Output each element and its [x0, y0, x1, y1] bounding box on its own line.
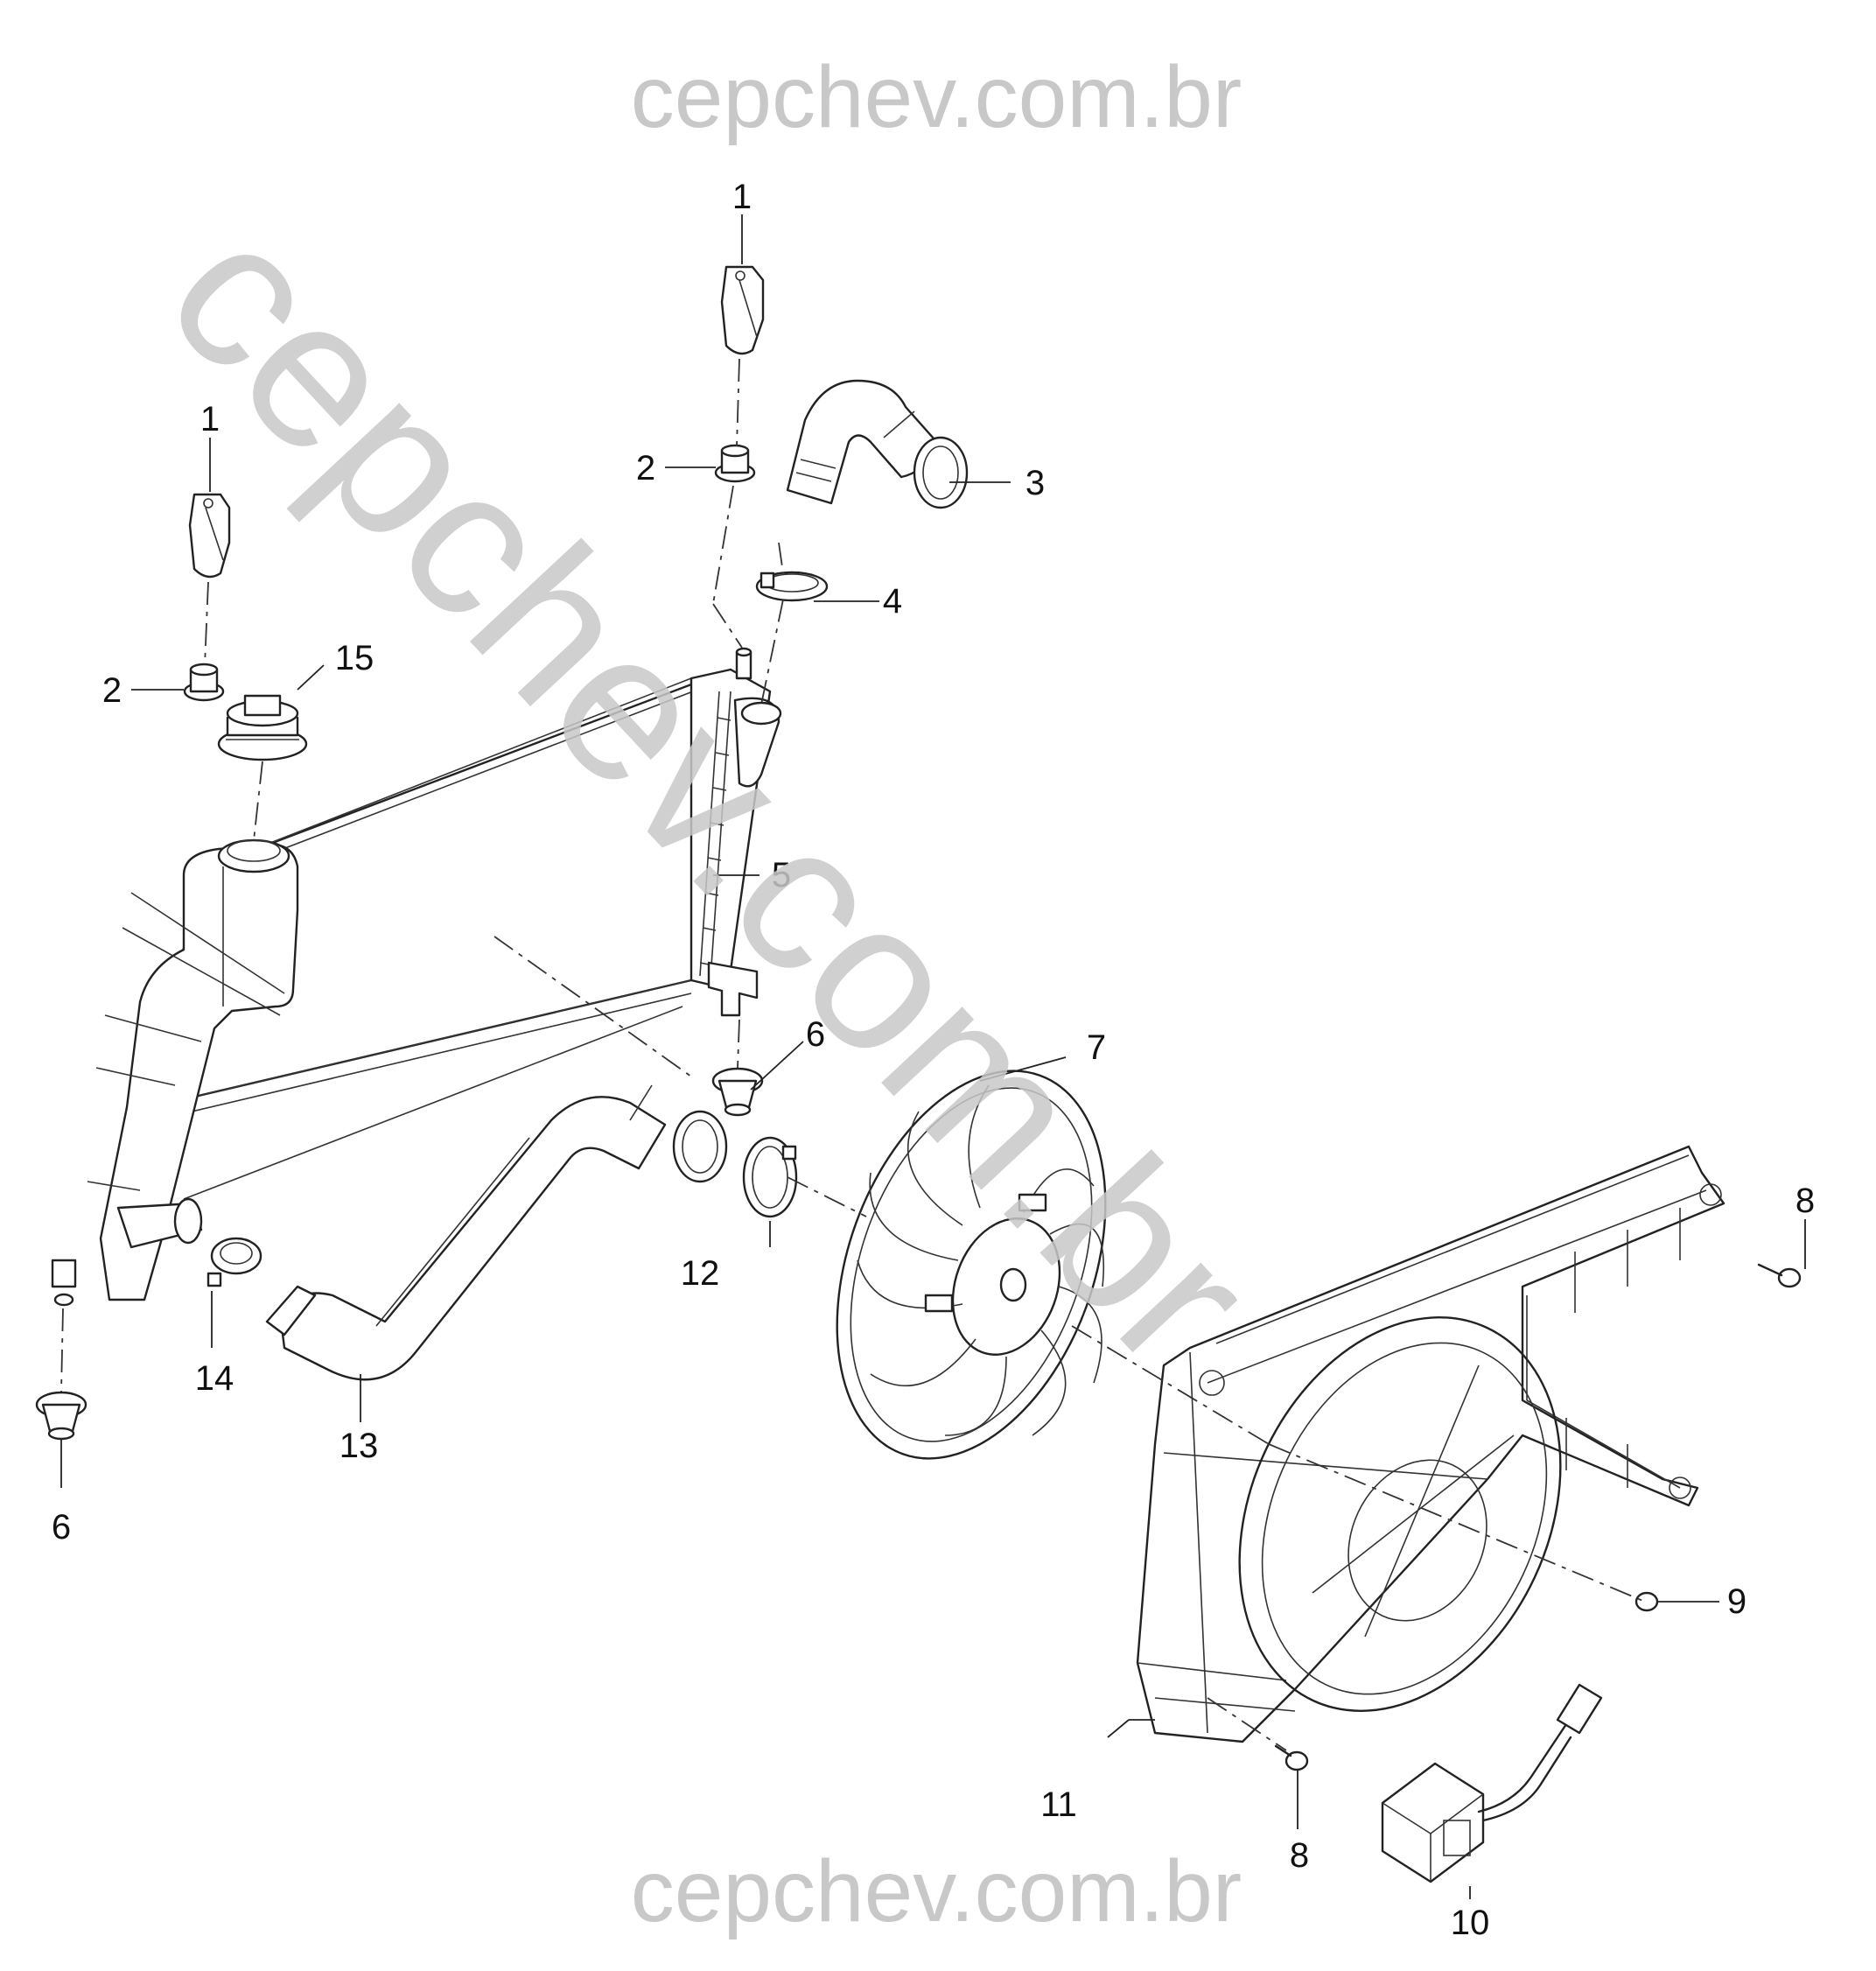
callout-1b: 1: [732, 178, 752, 216]
callout-2a: 2: [102, 671, 122, 710]
upper-hose: [786, 379, 969, 509]
clamp-lower-right: [742, 1136, 798, 1218]
bracket-left: [188, 493, 231, 579]
callout-12: 12: [681, 1254, 720, 1293]
callout-labels: 1 1 2 2 3 4 5 6 6 7 8 8 9 10 11 12 13 14…: [52, 178, 1815, 1942]
callout-2b: 2: [636, 449, 655, 487]
grommet-lower-right: [711, 1067, 764, 1117]
callout-15: 15: [335, 639, 374, 677]
callout-8a: 8: [1796, 1182, 1815, 1220]
watermark-diagonal: cepchev.com.br: [125, 177, 1297, 1410]
grommet-lower-left: [35, 1391, 88, 1441]
pressure-cap: [217, 694, 308, 761]
bolt-8-bottom: [1274, 1744, 1309, 1771]
resistor-connector: [1381, 1683, 1603, 1883]
callout-14: 14: [195, 1359, 234, 1398]
callout-7: 7: [1087, 1028, 1106, 1067]
grommet-right: [714, 444, 756, 483]
callout-6b: 6: [52, 1508, 71, 1547]
watermark-top: cepchev.com.br: [631, 48, 1242, 146]
callout-4: 4: [883, 582, 902, 621]
callout-5: 5: [772, 856, 791, 894]
clamp-lower-left: [206, 1237, 262, 1287]
leader-lines: [60, 214, 1806, 1899]
lower-hose: [265, 1084, 728, 1381]
callout-10: 10: [1451, 1904, 1490, 1942]
callout-8b: 8: [1290, 1836, 1309, 1875]
callout-1a: 1: [200, 400, 220, 438]
expansion-tank: [51, 838, 299, 1307]
fan-shroud: [1136, 1145, 1726, 1743]
center-lines: [60, 358, 1646, 1751]
bolt-8-right: [1757, 1263, 1802, 1288]
fan: [836, 1070, 1107, 1460]
callout-6a: 6: [806, 1015, 825, 1054]
grommet-left: [183, 663, 225, 702]
callout-11: 11: [1040, 1785, 1077, 1824]
clamp-upper: [755, 571, 829, 602]
watermark-bottom: cepchev.com.br: [631, 1842, 1242, 1940]
callout-9: 9: [1727, 1582, 1746, 1621]
bracket-right: [720, 265, 765, 355]
callout-13: 13: [340, 1427, 379, 1465]
nut-9: [1634, 1591, 1659, 1612]
callout-3: 3: [1026, 464, 1045, 502]
